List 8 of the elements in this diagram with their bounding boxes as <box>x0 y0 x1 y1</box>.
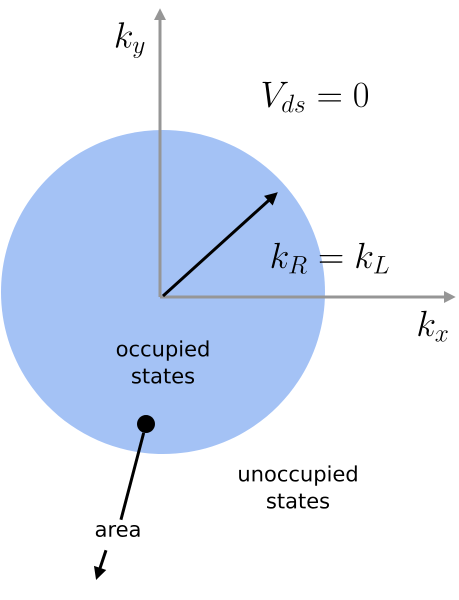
leader-line <box>119 432 146 520</box>
axis-label: $k_y$ <box>116 22 144 58</box>
axis-label: $k_x$ <box>418 310 448 342</box>
dot <box>137 415 155 433</box>
text-label: unoccupied states <box>239 465 357 509</box>
text-label: area <box>96 524 140 538</box>
axis-label: $V_{ds} = 0$ <box>262 82 368 112</box>
axis-label: $k_R = k_L$ <box>272 242 389 274</box>
